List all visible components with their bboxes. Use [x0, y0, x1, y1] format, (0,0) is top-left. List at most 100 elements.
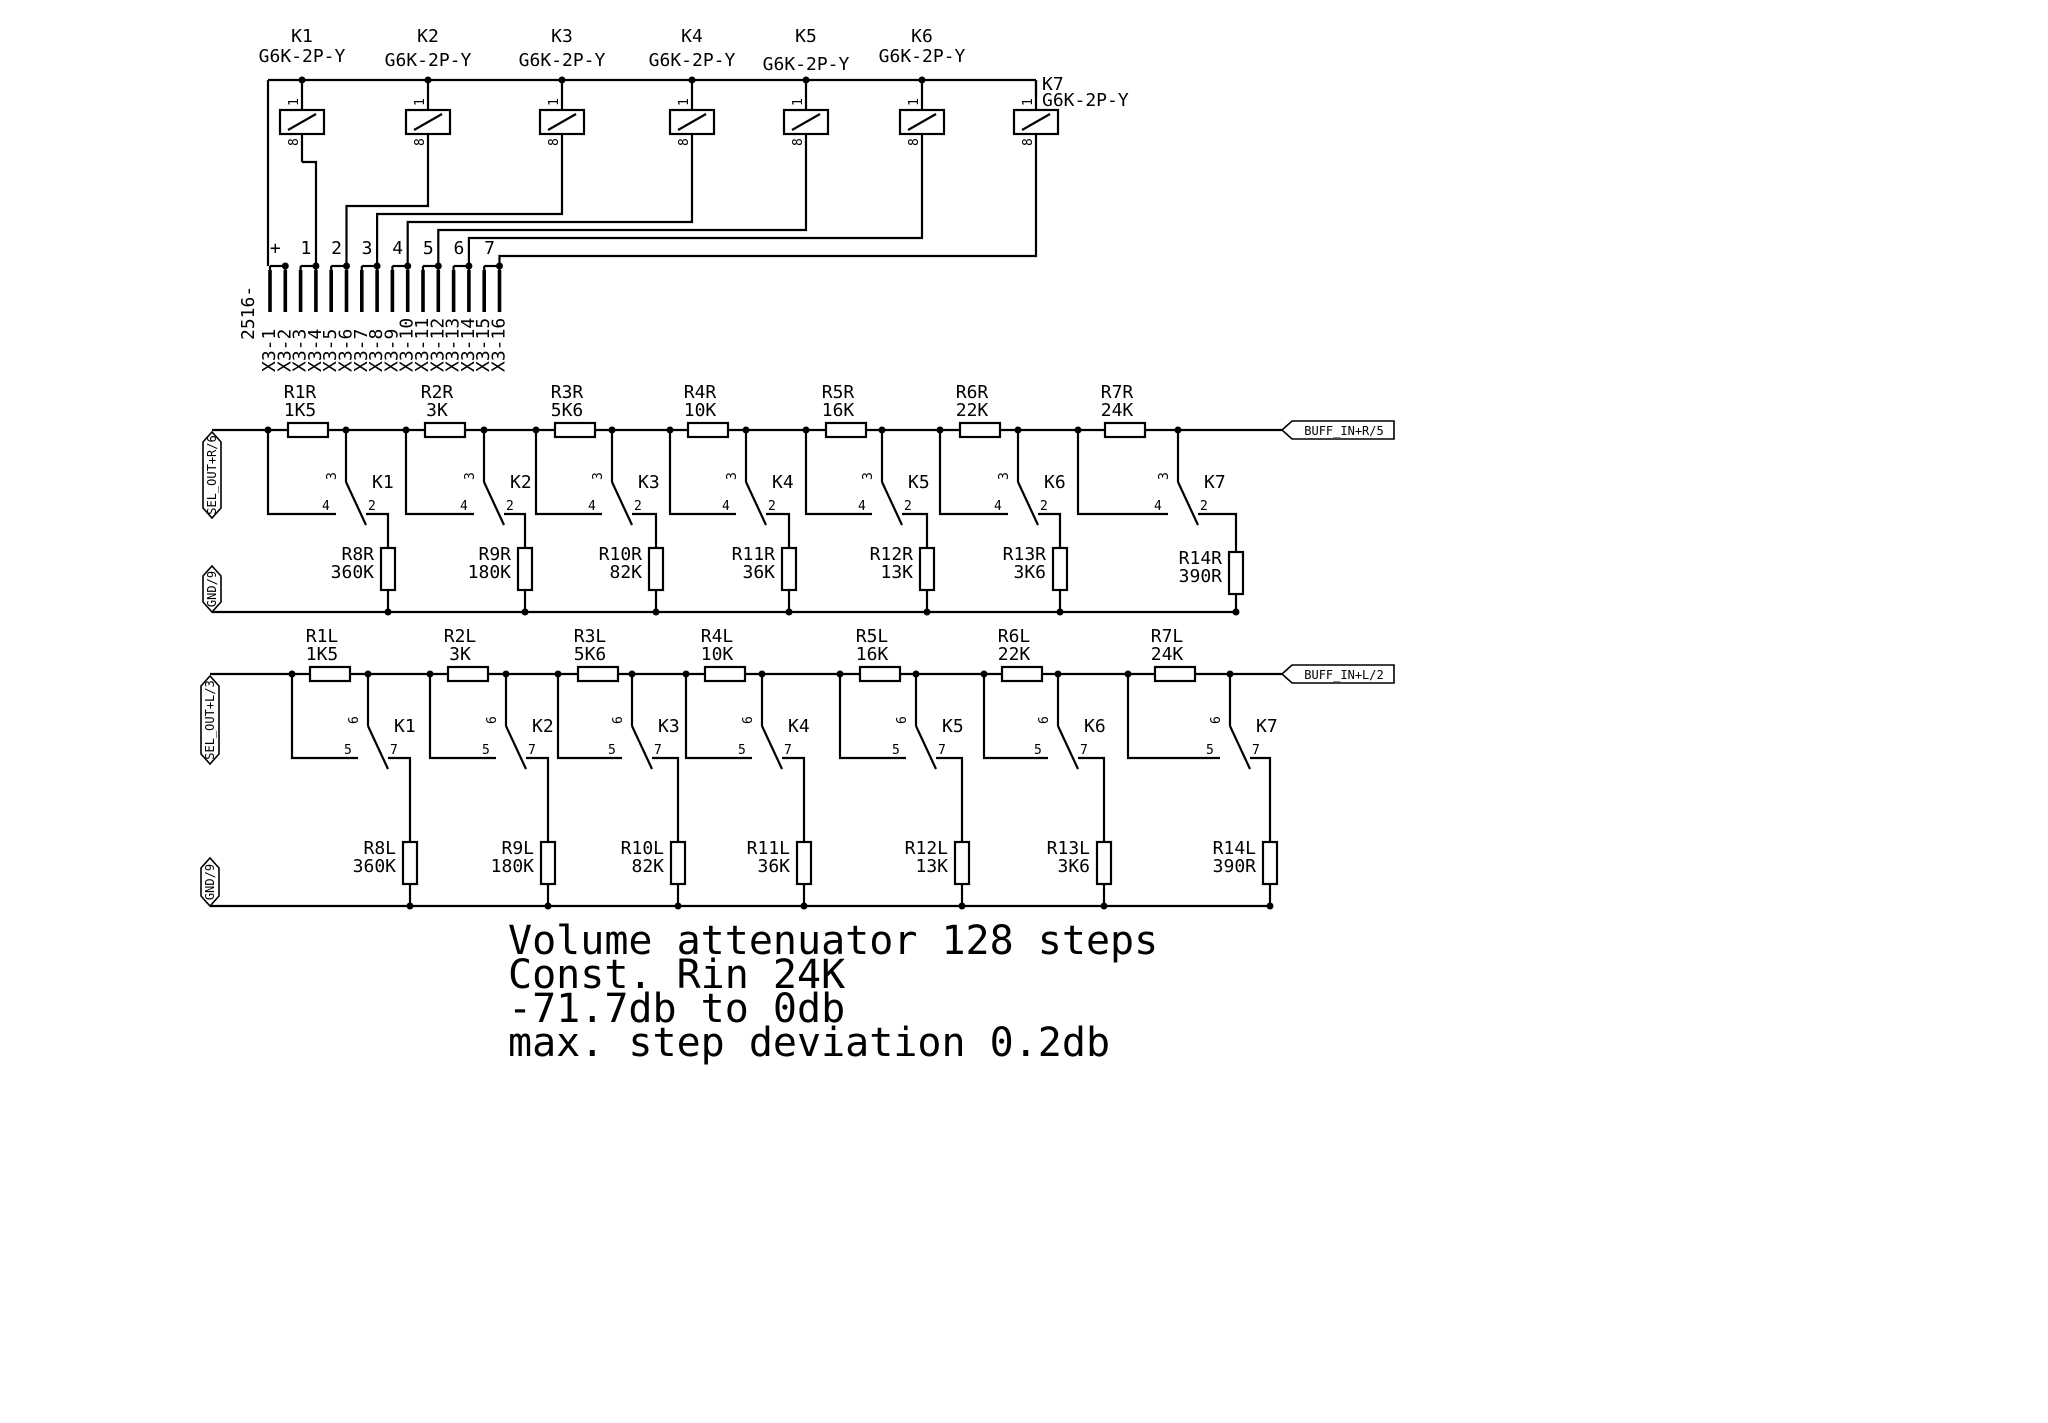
switch-relay-label: K2	[510, 472, 532, 493]
series-resistor-ref: R1L	[306, 626, 339, 647]
wire	[526, 756, 550, 842]
connector-pin	[375, 270, 379, 312]
connector-pin-label: X3-2	[274, 329, 295, 372]
relay-k6-label: K6	[911, 26, 933, 47]
wire	[498, 162, 1038, 266]
coil-slash	[547, 113, 577, 131]
switch-blade	[745, 481, 767, 526]
wire	[428, 674, 496, 760]
series-resistor	[553, 421, 597, 439]
wire	[1076, 430, 1168, 516]
junction-dot	[1056, 608, 1064, 616]
relay-k3-label: K3	[551, 26, 573, 47]
switch-blade	[1057, 725, 1079, 770]
series-resistor-value: 16K	[822, 400, 855, 421]
coil-pin-1: 1	[677, 98, 692, 106]
switch-relay-label: K3	[658, 716, 680, 737]
switch-blade	[611, 481, 633, 526]
series-resistor-value: 5K6	[551, 400, 584, 421]
connector-pin-label: X3-14	[458, 318, 479, 372]
coil-pin-1: 1	[791, 98, 806, 106]
series-resistor-ref: R2R	[421, 382, 454, 403]
wire	[782, 756, 806, 842]
switch-pin-common: 2	[368, 499, 376, 514]
shunt-resistor	[953, 840, 971, 886]
wire	[345, 162, 430, 266]
series-resistor-ref: R5R	[822, 382, 855, 403]
relay-coil-k1: 18	[278, 76, 326, 162]
coil-pin-8: 8	[413, 138, 428, 146]
switch-relay-label: K7	[1256, 716, 1278, 737]
shunt-resistor	[1051, 546, 1069, 592]
wire	[266, 430, 336, 516]
shunt-resistor	[1261, 840, 1279, 886]
switch-relay-label: K2	[532, 716, 554, 737]
shunt-resistor-value: 36K	[757, 856, 790, 877]
wire	[388, 756, 412, 842]
wire	[504, 512, 527, 548]
shunt-resistor-ref: R14R	[1179, 548, 1223, 569]
wire	[766, 512, 791, 548]
switch-pin-top: 3	[1157, 472, 1172, 480]
connector-pin	[298, 270, 303, 312]
relay-k6-part-label: G6K-2P-Y	[879, 46, 966, 67]
shunt-resistor	[669, 840, 687, 886]
series-resistor-value: 1K5	[284, 400, 317, 421]
coil-pin-1: 1	[287, 98, 302, 106]
connector-name: 2516-	[238, 286, 259, 340]
junction-dot	[298, 76, 306, 84]
shunt-resistor-value: 3K6	[1013, 562, 1046, 583]
coil-pin-8: 8	[547, 138, 562, 146]
relay-coil-k3: 18	[538, 76, 586, 162]
shunt-resistor	[780, 546, 798, 592]
series-resistor-ref: R2L	[444, 626, 477, 647]
series-resistor-ref: R5L	[856, 626, 889, 647]
shunt-resistor	[539, 840, 557, 886]
wire	[437, 162, 808, 266]
shunt-resistor	[1227, 550, 1245, 596]
coil-body	[1012, 108, 1060, 136]
wire	[1198, 512, 1238, 552]
connector-pin	[497, 270, 502, 312]
coil-slash	[677, 113, 707, 131]
shunt-resistor-ref: R10L	[621, 838, 665, 859]
connector-pin	[421, 270, 425, 312]
switch-blade	[631, 725, 653, 770]
port-flag	[1280, 664, 1395, 684]
shunt-resistor-value: 82K	[609, 562, 642, 583]
series-resistor	[1000, 665, 1044, 683]
shunt-resistor-value: 390R	[1213, 856, 1257, 877]
wire	[632, 512, 658, 548]
switch-pin-common: 7	[1252, 743, 1260, 758]
connector-wire-label-7: 7	[484, 238, 495, 259]
series-resistor	[858, 665, 902, 683]
connector-pin	[482, 270, 486, 312]
switch-pin-common: 7	[1080, 743, 1088, 758]
shunt-resistor-value: 360K	[331, 562, 375, 583]
coil-slash	[413, 113, 443, 131]
switch-blade	[345, 481, 367, 526]
switch-pin-top: 6	[1037, 716, 1052, 724]
switch-pin-top: 6	[1209, 716, 1224, 724]
series-resistor-value: 24K	[1101, 400, 1134, 421]
wire	[1038, 512, 1062, 548]
switch-relay-label: K6	[1044, 472, 1066, 493]
port-flag	[202, 564, 222, 614]
connector-pin-label: X3-3	[290, 329, 311, 372]
switch-relay-label: K4	[788, 716, 810, 737]
coil-pin-1: 1	[1021, 98, 1036, 106]
series-resistor-value: 10K	[684, 400, 717, 421]
series-resistor	[308, 665, 352, 683]
port-flag	[200, 856, 220, 908]
shunt-resistor	[795, 840, 813, 886]
wire	[406, 162, 694, 266]
junction-dot	[785, 608, 793, 616]
junction-dot	[384, 608, 392, 616]
series-resistor-value: 24K	[1151, 644, 1184, 665]
switch-pin-top: 6	[347, 716, 362, 724]
